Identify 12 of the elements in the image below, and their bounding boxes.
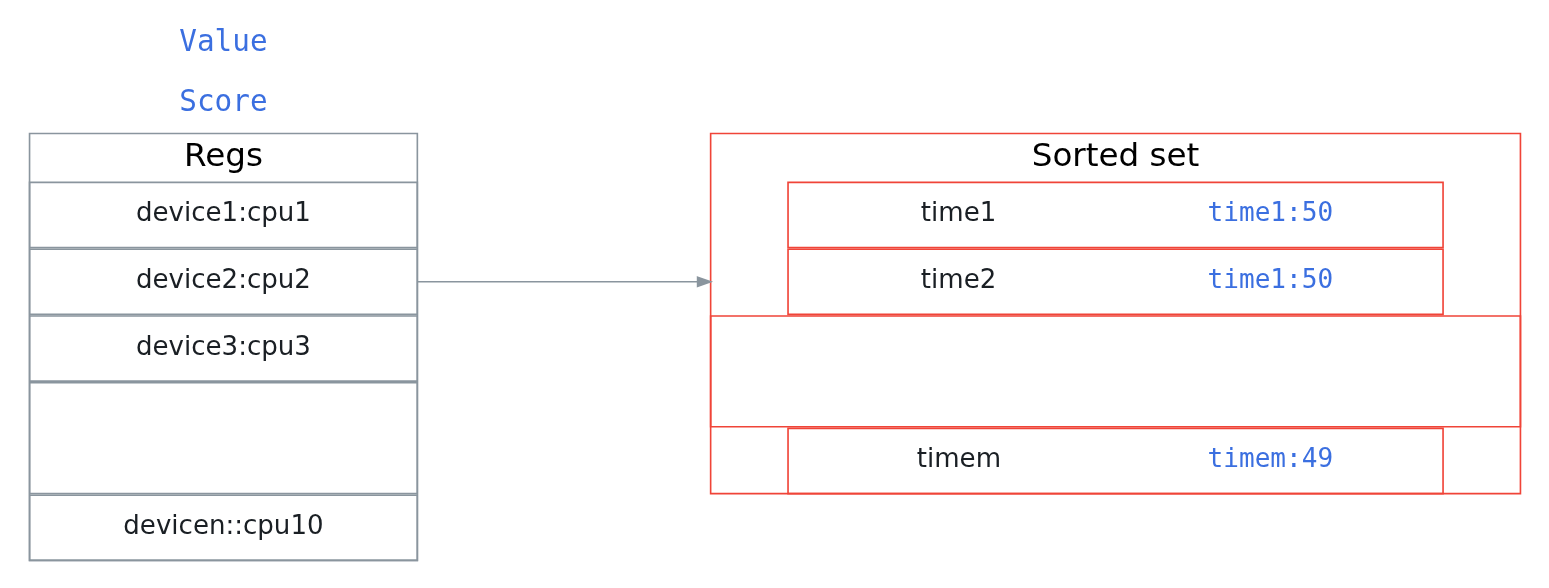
arrow [416,276,713,288]
node-box: time1 time1:50 [786,181,1444,249]
node-box [709,315,1521,428]
node-box: device3:cpu3 [28,315,418,382]
label: Value [178,24,268,59]
node-box: devicen::cpu10 [28,494,418,562]
node-box: time2 time1:50 [786,248,1444,316]
node-box: device1:cpu1 [28,181,418,249]
node-box [28,382,418,495]
node-box: device2:cpu2 [28,248,418,316]
node-box: timem timem:49 [786,427,1444,495]
label: Score [178,84,268,119]
